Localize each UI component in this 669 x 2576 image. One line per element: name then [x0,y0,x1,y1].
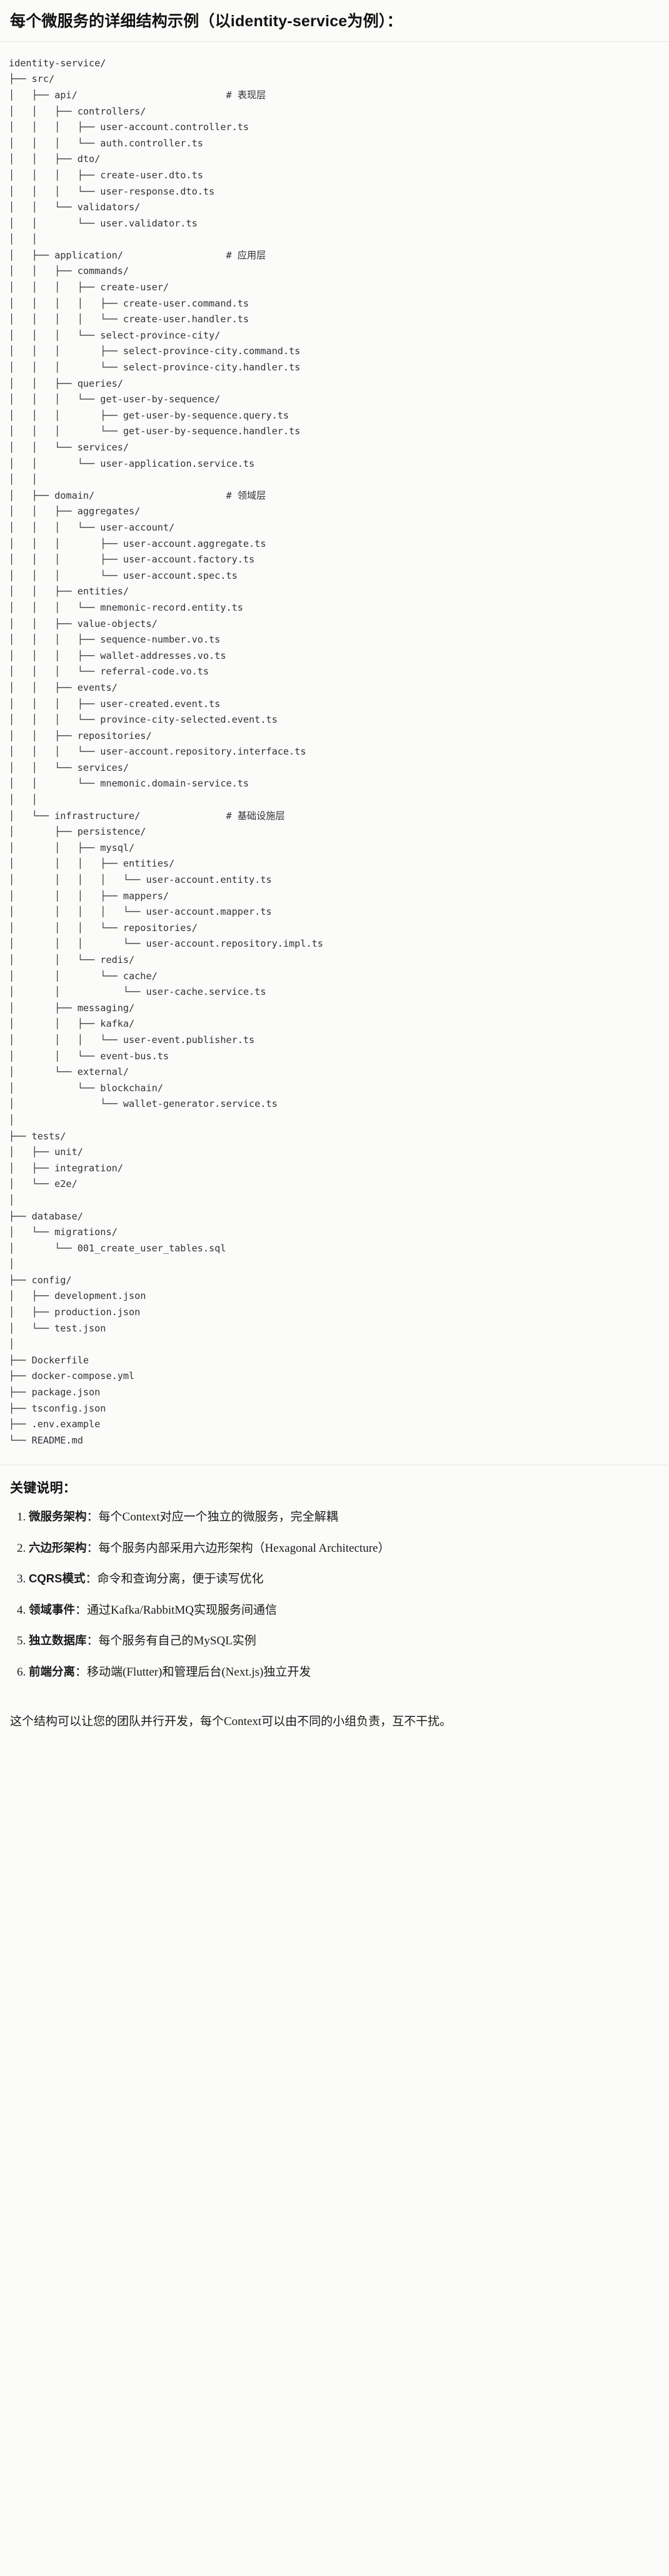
note-label: 微服务架构 [29,1510,87,1524]
note-body: ：每个Context对应一个独立的微服务，完全解耦 [86,1510,338,1524]
note-body: ：每个服务内部采用六边形架构（Hexagonal Architecture） [86,1541,390,1555]
note-body: ：每个服务有自己的MySQL实例 [86,1634,256,1648]
page-title: 每个微服务的详细结构示例（以identity-service为例）： [10,13,403,30]
note-body: ：命令和查询分离，便于读写优化 [85,1572,264,1586]
note-label: CQRS模式 [29,1572,86,1586]
list-item: 领域事件：通过Kafka/RabbitMQ实现服务间通信 [29,1601,659,1620]
note-body: ：移动端(Flutter)和管理后台(Next.js)独立开发 [75,1665,311,1679]
closing-paragraph: 这个结构可以让您的团队并行开发，每个Context可以由不同的小组负责，互不干扰… [10,1715,452,1729]
directory-tree-section: identity-service/ ├── src/ │ ├── api/ # … [0,41,669,1466]
list-item: 六边形架构：每个服务内部采用六边形架构（Hexagonal Architectu… [29,1539,659,1558]
list-item: CQRS模式：命令和查询分离，便于读写优化 [29,1570,659,1589]
key-notes-heading: 关键说明： [10,1481,76,1496]
note-body: ：通过Kafka/RabbitMQ实现服务间通信 [75,1603,277,1617]
note-label: 前端分离 [29,1664,76,1678]
title-section: 每个微服务的详细结构示例（以identity-service为例）： [0,0,669,42]
note-label: 独立数据库 [29,1634,87,1647]
list-item: 独立数据库：每个服务有自己的MySQL实例 [29,1632,659,1651]
directory-tree: identity-service/ ├── src/ │ ├── api/ # … [9,57,323,1446]
list-item: 微服务架构：每个Context对应一个独立的微服务，完全解耦 [29,1508,659,1527]
list-item: 前端分离：移动端(Flutter)和管理后台(Next.js)独立开发 [29,1663,659,1682]
note-label: 领域事件 [29,1602,76,1616]
note-label: 六边形架构 [29,1540,87,1554]
key-notes-list: 微服务架构：每个Context对应一个独立的微服务，完全解耦 六边形架构：每个服… [10,1508,659,1681]
key-notes-section: 关键说明： 微服务架构：每个Context对应一个独立的微服务，完全解耦 六边形… [0,1465,669,1699]
